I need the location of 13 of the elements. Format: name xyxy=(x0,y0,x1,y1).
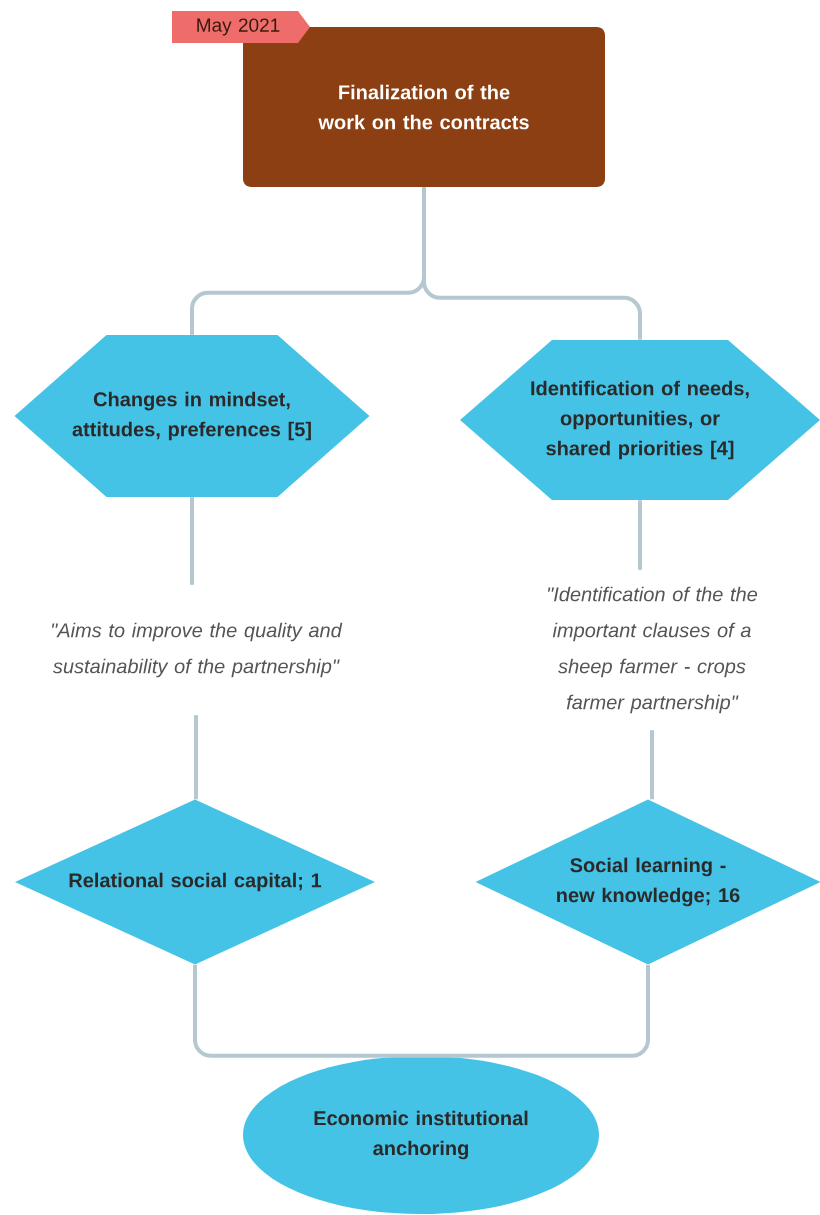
quote-text: "Aims to improve the quality and sustainability of the partnership" xyxy=(52,622,343,678)
connector-line xyxy=(650,730,654,800)
quote-text: "Identification of the the important clauses of a sheep farmer - crops farmer partnership" xyxy=(548,586,758,714)
connector-line xyxy=(638,500,642,570)
connector-line xyxy=(190,497,194,585)
connector-line xyxy=(422,187,642,340)
date-tag: May 2021 xyxy=(172,11,310,43)
connector-line xyxy=(421,964,650,1058)
connector-line xyxy=(194,715,198,800)
connector-line xyxy=(193,964,421,1058)
ellipse-node: Economic institutional anchoring xyxy=(243,1056,599,1214)
hexagon: Identification of needs, opportunities, or shared priorities [4] xyxy=(460,340,820,500)
hexagon: Changes in mindset, attitudes, preferences [5] xyxy=(14,335,370,497)
